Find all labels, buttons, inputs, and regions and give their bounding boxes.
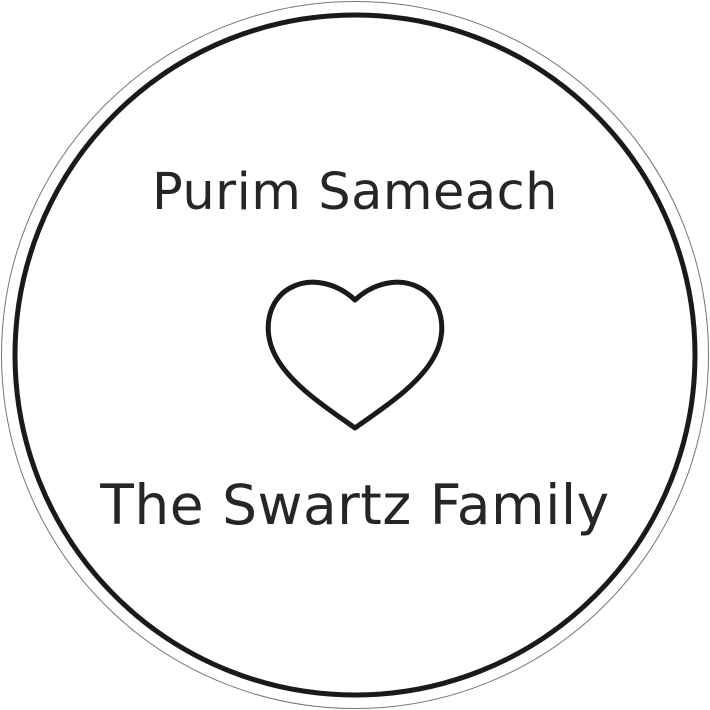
greeting-text: Purim Sameach [151,163,558,222]
heart-outline-icon [265,279,445,431]
inner-border-ring [12,12,698,698]
family-name-text: The Swartz Family [100,473,610,537]
